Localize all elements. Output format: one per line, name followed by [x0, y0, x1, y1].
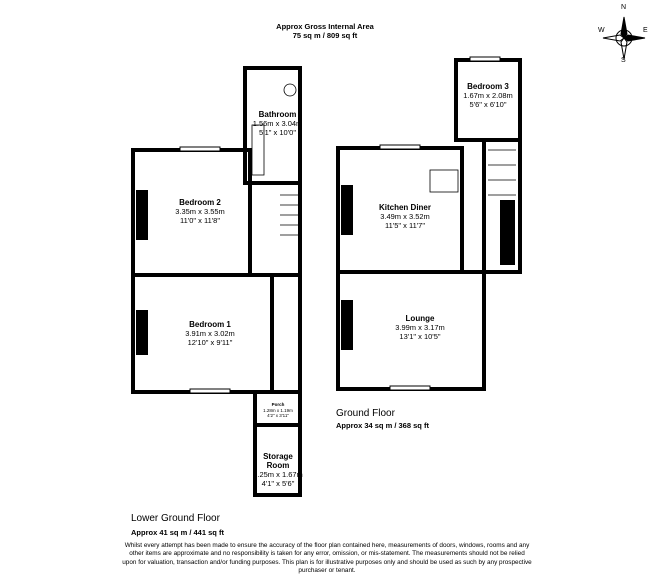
lower-ground-floor-label: Lower Ground Floor — [131, 513, 220, 524]
disclaimer: Whilst every attempt has been made to en… — [122, 542, 532, 574]
compass-north: N — [621, 4, 627, 11]
compass-south: S — [621, 57, 626, 64]
stair-walls — [482, 138, 522, 274]
compass-icon — [602, 16, 646, 60]
lower-ground-floor-area: Approx 41 sq m / 441 sq ft — [131, 528, 224, 537]
ground-floor-label: Ground Floor — [336, 408, 395, 419]
hall-walls — [270, 273, 302, 394]
gross-area-value: 75 sq m / 809 sq ft — [292, 31, 358, 40]
compass-east: E — [643, 27, 648, 34]
compass-west: W — [598, 27, 605, 34]
storage-walls — [253, 423, 302, 497]
ground-floor-area: Approx 34 sq m / 368 sq ft — [336, 421, 429, 430]
gross-area-title: Approx Gross Internal Area — [276, 22, 374, 31]
gross-area-header: Approx Gross Internal Area 75 sq m / 809… — [225, 22, 425, 40]
stair-hall-walls — [248, 181, 302, 277]
